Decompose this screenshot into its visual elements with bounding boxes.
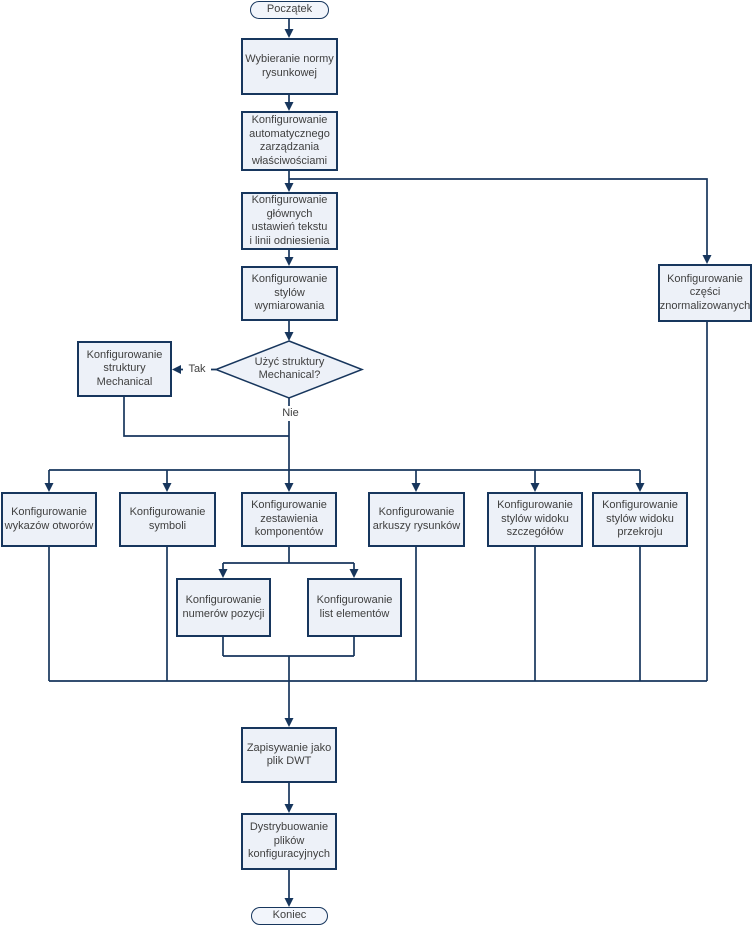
edge-label-no: Nie: [277, 406, 304, 421]
arrowheads: [44, 29, 712, 907]
connector-lines: [48, 19, 708, 901]
start-terminal: Początek: [250, 1, 329, 19]
step-drawing-sheets: Konfigurowanie arkuszy rysunków: [368, 492, 465, 547]
step-save-dwt: Zapisywanie jako plik DWT: [241, 727, 337, 783]
step-auto-property-management: Konfigurowanie automatycznego zarządzani…: [241, 111, 338, 171]
edge-label-yes: Tak: [183, 362, 211, 377]
step-select-drawing-standard: Wybieranie normy rysunkowej: [241, 38, 338, 95]
step-hole-charts: Konfigurowanie wykazów otworów: [1, 492, 97, 547]
step-standard-parts: Konfigurowanie części znormalizowanych: [658, 264, 752, 322]
step-component-bom: Konfigurowanie zestawienia komponentów: [241, 492, 337, 547]
decision-diamond: [213, 340, 365, 399]
decision-label: Użyć struktury Mechanical?: [254, 355, 325, 382]
step-parts-lists: Konfigurowanie list elementów: [307, 578, 402, 637]
step-detail-view-styles: Konfigurowanie stylów widoku szczegółów: [487, 492, 583, 547]
step-dimension-styles: Konfigurowanie stylów wymiarowania: [241, 266, 338, 321]
end-terminal: Koniec: [251, 907, 328, 925]
step-section-view-styles: Konfigurowanie stylów widoku przekroju: [592, 492, 688, 547]
step-mechanical-structure: Konfigurowanie struktury Mechanical: [77, 341, 172, 397]
step-text-leader-settings: Konfigurowanie głównych ustawień tekstu …: [241, 192, 338, 250]
step-balloon-numbers: Konfigurowanie numerów pozycji: [176, 578, 271, 637]
step-symbols: Konfigurowanie symboli: [119, 492, 216, 547]
step-distribute-files: Dystrybuowanie plików konfiguracyjnych: [241, 813, 337, 870]
